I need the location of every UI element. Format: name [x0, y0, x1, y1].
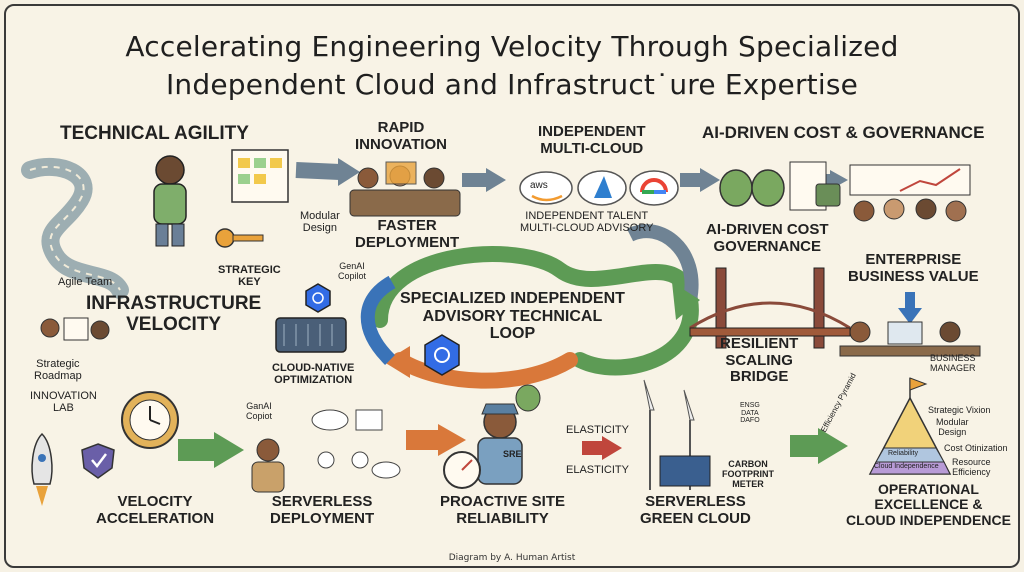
- label-resilient-bridge: RESILIENT SCALING BRIDGE: [720, 335, 799, 385]
- label-innovation-lab: INNOVATION LAB: [30, 390, 97, 415]
- page-title-line-2: Independent Cloud and Infrastruct˙ure Ex…: [165, 68, 859, 101]
- label-ensg-data: ENSG DATA DAFO: [740, 402, 760, 425]
- label-agile-team: Agile Team: [58, 276, 113, 288]
- developer-genai: [251, 438, 285, 493]
- label-faster-deployment: FASTER DEPLOYMENT: [355, 217, 460, 251]
- flow-arrow-3: [680, 168, 720, 192]
- strategic-key: [215, 228, 264, 248]
- server-container: [275, 317, 347, 353]
- red-arrow-bottom: [582, 436, 622, 460]
- label-strategic-roadmap: Strategic Roadmap: [34, 358, 82, 383]
- innovation-team: [349, 161, 461, 217]
- green-arrow-left: [178, 432, 244, 468]
- kanban-board: [231, 149, 289, 203]
- label-operational-excellence: OPERATIONAL EXCELLENCE & CLOUD INDEPENDE…: [846, 481, 1011, 528]
- label-sre-badge: SRE: [503, 449, 522, 459]
- pyramid-level-3: Cost Otinization: [944, 443, 1008, 453]
- resilient-bridge: [689, 267, 851, 349]
- green-arrow-right: [790, 428, 848, 464]
- roadmap-people: [40, 317, 110, 341]
- label-business-manager: BUSINESS MANAGER: [930, 353, 976, 373]
- rocket: [31, 432, 53, 506]
- pyramid-band-cloud-independence: Cloud Independence: [874, 463, 939, 470]
- enterprise-arrow-down: [898, 292, 922, 324]
- pyramid-level-4: Resource Efficiency: [952, 457, 991, 477]
- flow-arrow-1: [295, 158, 360, 186]
- label-carbon-meter: CARBON FOOTPRINT METER: [722, 459, 774, 489]
- label-proactive-sre: PROACTIVE SITE RELIABILITY: [440, 493, 566, 527]
- wind-turbines: [643, 379, 711, 490]
- kubernetes-icon-small: [305, 283, 331, 313]
- label-modular-design: Modular Design: [300, 210, 340, 235]
- business-meeting: [839, 321, 981, 357]
- speed-gauge: [443, 451, 481, 489]
- label-serverless-deployment: SERVERLESS DEPLOYMENT: [270, 493, 375, 527]
- label-infrastructure-velocity: INFRASTRUCTURE VELOCITY: [86, 293, 262, 335]
- label-technical-agility: TECHNICAL AGILITY: [60, 123, 249, 144]
- enterprise-team: [849, 164, 971, 222]
- winding-road: [21, 157, 129, 299]
- label-velocity-acceleration: VELOCITY ACCELERATION: [96, 493, 215, 527]
- label-central-loop: SPECIALIZED INDEPENDENT ADVISORY TECHNIC…: [400, 290, 625, 343]
- label-ai-cost-governance: AI-DRIVEN COST GOVERNANCE: [706, 221, 829, 255]
- aws-logo-text: aws: [530, 180, 548, 191]
- clock-gear: [121, 391, 179, 449]
- label-rapid-innovation: RAPID INNOVATION: [355, 119, 447, 153]
- pyramid-band-reliability: Reliability: [888, 450, 918, 457]
- efficiency-pyramid: [868, 377, 952, 475]
- money-bag-small: [515, 384, 541, 412]
- label-genai-copilot-top: GenAI Copilot: [338, 261, 367, 281]
- agile-team-person: [153, 155, 187, 247]
- flow-arrow-2: [462, 168, 506, 192]
- label-genai-copilot-bottom: GanAI Copiot: [246, 401, 273, 421]
- central-loop: [360, 224, 700, 389]
- serverless-icons: [311, 409, 401, 479]
- orange-arrow-bottom: [406, 424, 466, 456]
- label-serverless-green: SERVERLESS GREEN CLOUD: [640, 493, 751, 527]
- credit-line: Diagram by A. Human Artist: [448, 553, 576, 563]
- shield-badge: [81, 443, 115, 479]
- pyramid-level-1: Strategic Vixion: [928, 405, 991, 415]
- aws-logo: [519, 171, 573, 205]
- gcp-logo: [629, 170, 679, 206]
- sre-engineer: [477, 403, 523, 485]
- label-independent-multicloud: INDEPENDENT MULTI-CLOUD: [538, 123, 646, 157]
- money-bags: [719, 161, 841, 211]
- pyramid-level-2: Modular Design: [936, 417, 969, 437]
- page-title-line-1: Accelerating Engineering Velocity Throug…: [125, 30, 899, 63]
- kubernetes-icon-large: [424, 334, 460, 376]
- label-elasticity-1: ELASTICITY: [566, 424, 629, 436]
- azure-logo: [577, 170, 627, 206]
- label-independent-talent: INDEPENDENT TALENT MULTI-CLOUD ADVISORY: [520, 210, 654, 235]
- label-ai-cost-governance-header: AI-DRIVEN COST & GOVERNANCE: [702, 123, 985, 142]
- label-enterprise-business-value: ENTERPRISE BUSINESS VALUE: [848, 251, 979, 285]
- label-elasticity-2: ELASTICITY: [566, 464, 629, 476]
- label-cloud-native: CLOUD-NATIVE OPTIMIZATION: [272, 362, 355, 387]
- label-strategic-key: STRATEGIC KEY: [218, 264, 281, 289]
